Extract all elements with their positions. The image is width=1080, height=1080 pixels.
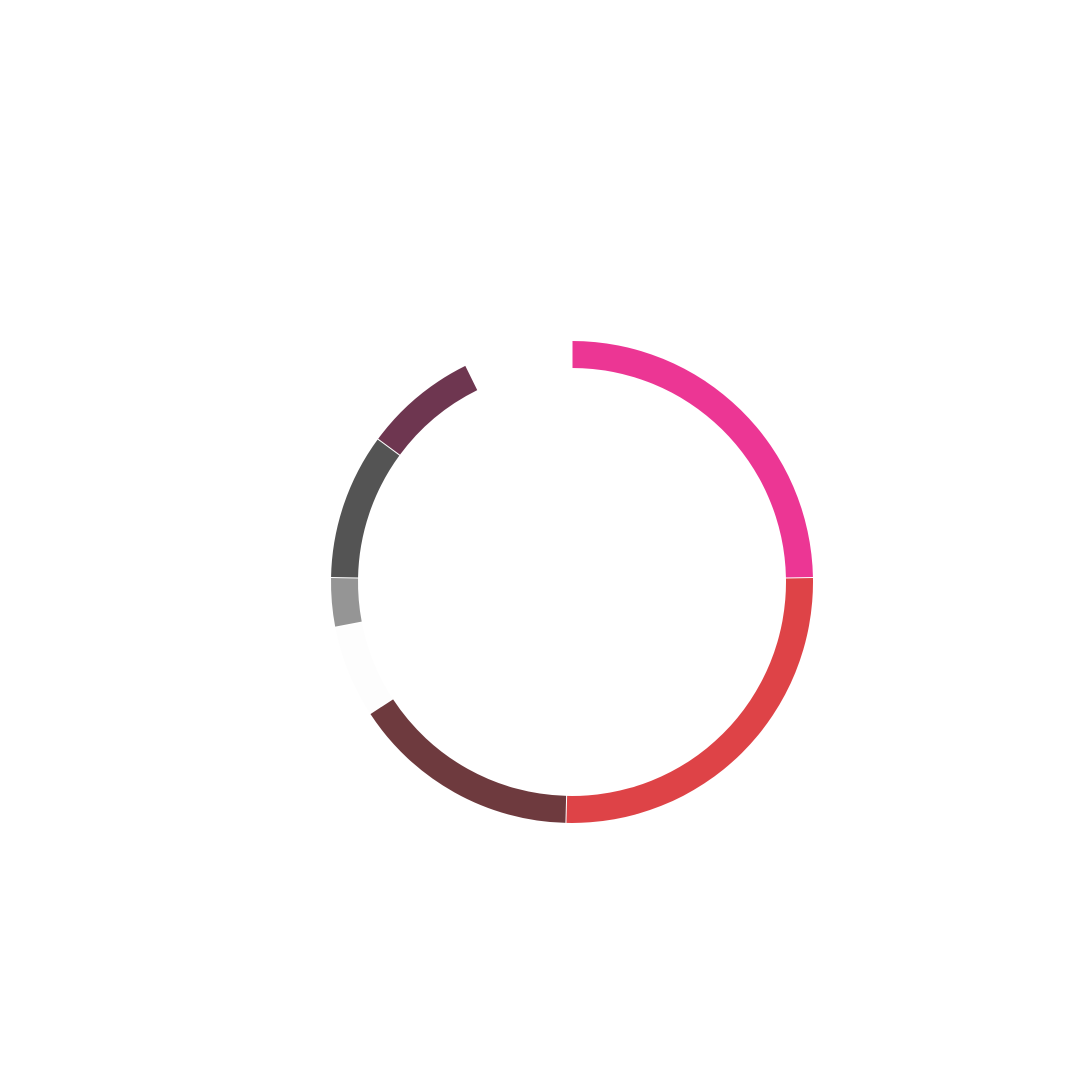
donut-slice-5 — [331, 577, 362, 628]
donut-slice-6 — [331, 439, 400, 578]
slice-separator-6 — [330, 576, 359, 579]
donut-slice-2 — [565, 577, 813, 824]
donut-slice-4 — [335, 622, 393, 714]
slice-separator-5 — [334, 621, 363, 628]
slice-separator-7 — [377, 438, 401, 456]
slice-separator-3 — [565, 795, 568, 824]
donut-slices — [330, 340, 814, 824]
slice-separator-4 — [369, 698, 394, 715]
slice-separator-2 — [785, 576, 814, 579]
donut-slice-1 — [572, 341, 813, 578]
donut-slice-7 — [377, 365, 478, 456]
donut-slice-3 — [370, 698, 567, 823]
